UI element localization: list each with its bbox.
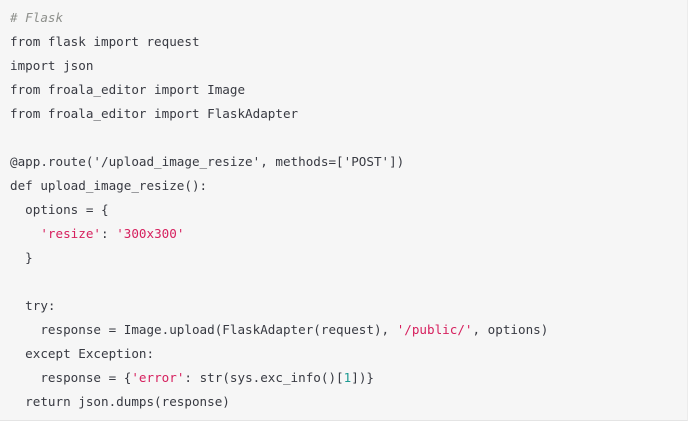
code-token-string: 'resize' (40, 226, 102, 241)
code-line: # Flask (10, 6, 687, 30)
code-line (10, 126, 687, 150)
code-token-plain: : (101, 226, 117, 241)
code-token-plain: import json (10, 58, 94, 73)
code-token-plain: ])} (351, 370, 374, 385)
code-token-string: '/public/' (396, 322, 473, 337)
code-token-plain: } (10, 250, 33, 265)
code-line: try: (10, 294, 687, 318)
code-token-plain: from froala_editor import FlaskAdapter (10, 106, 299, 121)
code-token-plain: try: (10, 298, 56, 313)
code-token-number: 1 (343, 370, 352, 385)
code-token-plain: def upload_image_resize(): (10, 178, 208, 193)
code-token-plain: response = { (10, 370, 132, 385)
code-line: import json (10, 54, 687, 78)
code-token-plain: response = Image.upload(FlaskAdapter(req… (10, 322, 397, 337)
code-line: @app.route('/upload_image_resize', metho… (10, 150, 687, 174)
code-token-plain: @app.route('/upload_image_resize', metho… (10, 154, 405, 169)
code-token-comment: # Flask (10, 10, 64, 25)
code-token-plain: from froala_editor import Image (10, 82, 246, 97)
code-line: return json.dumps(response) (10, 390, 687, 414)
code-token-plain: , options) (472, 322, 549, 337)
code-token-string: '300x300' (116, 226, 185, 241)
code-token-plain: return json.dumps(response) (10, 394, 230, 409)
code-line: response = {'error': str(sys.exc_info()[… (10, 366, 687, 390)
code-line: from froala_editor import Image (10, 78, 687, 102)
code-token-plain: options = { (10, 202, 109, 217)
code-token-string: 'error' (131, 370, 185, 385)
code-line: response = Image.upload(FlaskAdapter(req… (10, 318, 687, 342)
code-line: options = { (10, 198, 687, 222)
code-line: } (10, 246, 687, 270)
code-token-plain: : str(sys.exc_info()[ (184, 370, 344, 385)
code-line (10, 270, 687, 294)
code-line: except Exception: (10, 342, 687, 366)
code-line: def upload_image_resize(): (10, 174, 687, 198)
code-token-plain: except Exception: (10, 346, 155, 361)
code-line: from froala_editor import FlaskAdapter (10, 102, 687, 126)
code-token-plain: from flask import request (10, 34, 200, 49)
code-token-plain (10, 226, 40, 241)
code-line: from flask import request (10, 30, 687, 54)
code-line: 'resize': '300x300' (10, 222, 687, 246)
